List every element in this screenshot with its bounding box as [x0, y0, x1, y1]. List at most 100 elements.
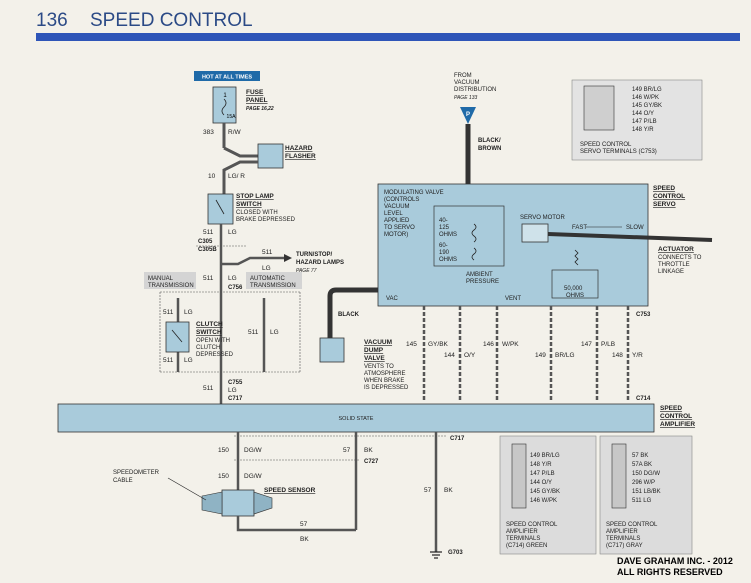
fuse-panel-title-2: PANEL: [246, 97, 268, 104]
connector-c727: C727: [364, 459, 379, 465]
modulating-valve-text: MODULATING VALVE (CONTROLS VACUUM LEVEL …: [384, 190, 444, 238]
hazard-flasher-box: [257, 143, 284, 169]
ohms50-2: OHMS: [566, 293, 584, 299]
wire-150b-color: DG/W: [244, 473, 263, 480]
servo-title-3: SERVO: [653, 201, 676, 208]
clutch-switch-desc-1: OPEN WITH: [196, 338, 230, 344]
wire-57a-color: BK: [364, 447, 373, 454]
wire-511t-number: 511: [262, 249, 273, 256]
wire-146-number: 146: [483, 341, 494, 348]
copyright-line-2: ALL RIGHTS RESERVED: [617, 567, 723, 577]
vacuum-distribution: DISTRIBUTION: [454, 87, 496, 93]
wire-147-color: P/LB: [601, 341, 615, 348]
speedometer-cable-1: SPEEDOMETER: [113, 470, 160, 476]
wire-57d-color: BK: [300, 536, 309, 543]
wire-10: [222, 160, 258, 194]
wire-to-hazard-flasher: [223, 146, 258, 158]
servo-terminal-pins: 149 BR/LG 146 W/PK 145 GY/BK 144 O/Y 147…: [632, 87, 662, 133]
servo-connector-icon: [583, 85, 615, 131]
clutch-switch-title: CLUTCH: [196, 321, 223, 328]
amp-gray-pin-5: 511 LG: [632, 498, 652, 504]
fuse-amps: 15A: [227, 114, 237, 120]
amp-green-caption-3: TERMINALS: [506, 536, 540, 542]
amp-green-pin-0: 149 BR/LG: [530, 453, 560, 459]
servo-vac: VAC: [386, 296, 399, 302]
connector-c717-lower: C717: [450, 436, 465, 442]
automatic-transmission-box: [246, 272, 302, 289]
wire-144-number: 144: [444, 352, 455, 359]
vacuum-hose-label-2: BROWN: [478, 146, 501, 152]
hazard-flasher-title-2: FLASHER: [285, 153, 316, 160]
amp-green-pin-4: 145 GY/BK: [530, 489, 560, 495]
servo-pin-5: 148 Y/R: [632, 127, 654, 133]
amp-green-pin-5: 146 W/PK: [530, 498, 557, 504]
ohms2-2: OHMS: [439, 257, 457, 263]
servo-motor-icon: [521, 223, 549, 243]
connector-c753: C753: [636, 312, 651, 318]
ohms1-2: OHMS: [439, 232, 457, 238]
speed-sensor-body: [221, 489, 255, 517]
actuator-title: ACTUATOR: [658, 246, 694, 253]
ground-icon: [430, 551, 442, 559]
wire-146-color: W/PK: [502, 341, 519, 348]
servo-motor-label: SERVO MOTOR: [520, 215, 565, 221]
automatic-transmission-line-2: TRANSMISSION: [250, 283, 296, 289]
vacuum-from: FROM: [454, 73, 472, 79]
wire-57c-number: 57: [424, 487, 432, 494]
speed-sensor-left-cone-icon: [201, 491, 223, 515]
amp-gray-caption-4: (C717) GRAY: [606, 543, 643, 549]
stop-lamp-switch-box: [207, 193, 234, 225]
actuator-desc-2: THROTTLE: [658, 262, 690, 268]
copyright-line-1: DAVE GRAHAM INC. - 2012: [617, 556, 733, 566]
wire-511m-number: 511: [203, 275, 214, 282]
connector-c755: C755: [228, 380, 243, 386]
stop-lamp-switch-desc-1: CLOSED WITH: [236, 210, 278, 216]
ohms1-0: 40-: [439, 218, 448, 224]
wire-383-number: 383: [203, 129, 214, 136]
amp-gray-pin-3: 296 W/P: [632, 480, 655, 486]
speed-sensor-title: SPEED SENSOR: [264, 487, 316, 494]
wire-511auto-number: 511: [248, 329, 259, 336]
wire-511c1-number: 511: [163, 309, 174, 316]
amp-gray-caption-3: TERMINALS: [606, 536, 640, 542]
turn-stop-label-2: HAZARD LAMPS: [296, 260, 344, 266]
wire-511a-color: LG: [228, 229, 237, 236]
servo-vent: VENT: [505, 296, 521, 302]
servo-pin-4: 147 P/LB: [632, 119, 657, 125]
fuse-element-icon: [221, 98, 227, 116]
servo-pin-3: 144 O/Y: [632, 111, 654, 117]
page-title: SPEED CONTROL: [90, 10, 253, 31]
dump-valve-desc-4: IS DEPRESSED: [364, 385, 409, 391]
connector-g703: G703: [448, 550, 463, 556]
dump-valve-desc-2: ATMOSPHERE: [364, 371, 406, 377]
stop-lamp-switch-title-2: SWITCH: [236, 201, 262, 208]
vacuum-dump-valve-box: [319, 337, 345, 363]
servo-slow: SLOW: [626, 225, 644, 231]
wire-511d-color: LG: [228, 387, 237, 394]
speed-sensor-right-cone-icon: [253, 491, 273, 515]
clutch-switch-desc-3: DEPRESSED: [196, 352, 234, 358]
amp-green-caption-4: (C714) GREEN: [506, 543, 547, 549]
ambient-pressure-1: AMBIENT: [466, 272, 493, 278]
turn-stop-arrow-icon: [284, 254, 292, 262]
amp-green-pin-2: 147 P/LB: [530, 471, 555, 477]
wire-149-number: 149: [535, 352, 546, 359]
valve-line-3: LEVEL: [384, 211, 403, 217]
amp-green-connector-icon: [511, 443, 527, 509]
clutch-switch-contact-icon: [171, 329, 183, 343]
vacuum-vacuum: VACUUM: [454, 80, 480, 86]
ohms2-1: 190: [439, 250, 450, 256]
turn-stop-label-1: TURN/STOP/: [296, 252, 333, 258]
dump-valve-title-1: VACUUM: [364, 339, 392, 346]
wire-511d-number: 511: [203, 385, 214, 392]
connector-c305b: C305B: [198, 247, 217, 253]
servo-fast: FAST: [572, 225, 587, 231]
clutch-switch-title-2: SWITCH: [196, 329, 222, 336]
manual-transmission-line-1: MANUAL: [148, 276, 174, 282]
actuator-desc-3: LINKAGE: [658, 269, 684, 275]
speedometer-cable-pointer: [167, 477, 207, 501]
servo-terminals-caption-1: SPEED CONTROL: [580, 142, 632, 148]
resistor-50k-icon: [574, 249, 579, 266]
fuse-panel-title: FUSE: [246, 89, 264, 96]
dump-valve-title-3: VALVE: [364, 355, 385, 362]
